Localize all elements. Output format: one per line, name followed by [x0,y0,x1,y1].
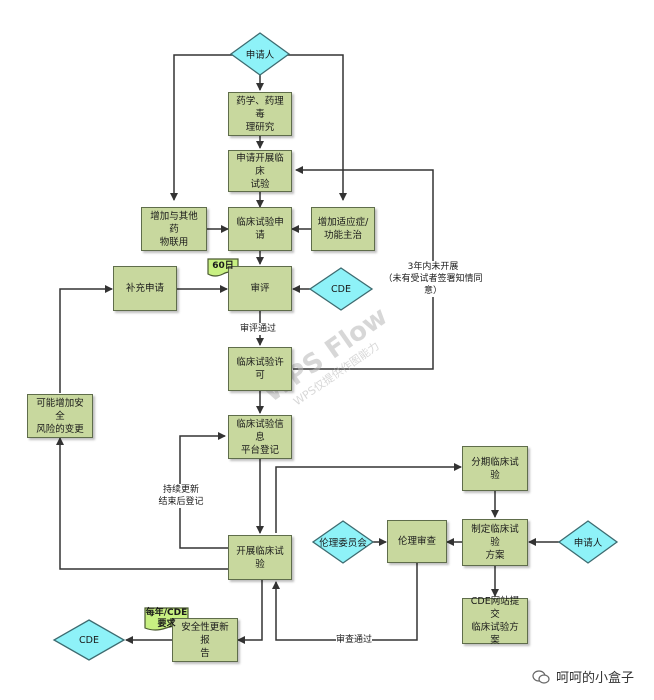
cde-review-text: CDE [331,283,351,295]
conduct-trial-box: 开展临床试验 [228,535,292,580]
pharma-research-box: 药学、药理毒 理研究 [228,92,292,136]
safety-change-box: 可能增加安全 风险的变更 [27,394,93,438]
cde-submit-box: CDE网站提交 临床试验方案 [462,596,528,646]
applicant-top-diamond [229,32,291,76]
staged-trial-box: 分期临床试验 [462,446,528,491]
edge-ethics-to-conduct [272,563,418,641]
yearly-tag: 每年/CDE 要求 [145,608,188,629]
wechat-icon [532,669,550,684]
footer-account-name: 呵呵的小盒子 [555,671,634,686]
edge-applicant-to-combo [170,54,236,201]
edge-conduct-to-staged [275,463,462,533]
edge-safety-change-to-supplement [59,285,113,393]
days60-tag: 60日 [212,261,234,271]
trial-permit-box: 临床试验许可 [228,347,292,391]
footer-account: 呵呵的小盒子 [532,667,634,686]
add-indication-box: 增加适应症/ 功能主治 [311,207,375,251]
ethics-review-box: 伦理审查 [387,520,447,563]
applicant-top-text: 申请人 [245,50,275,61]
applicant-right-diamond [557,520,619,564]
cde-review-diamond [308,267,374,311]
cde-bottom-text: CDE [79,634,99,646]
trial-application-box: 临床试验申请 [228,207,292,251]
label-ethics-passed: 审查通过 [336,634,373,646]
applicant-right-text: 申请人 [573,538,603,549]
ethics-committee-diamond [311,520,375,564]
make-plan-box: 制定临床试验 方案 [462,519,528,566]
safety-report-box: 安全性更新报 告 [172,618,238,662]
label-three-years: 3年内未开展 （未有受试者签署知情同意） [383,261,483,297]
ethics-committee-text: 伦理委员会 [319,538,367,549]
edge-conduct-to-report [237,580,263,644]
info-register-box: 临床试验信息 平台登记 [228,415,292,459]
label-continuous: 持续更新 结束后登记 [150,484,212,508]
edge-applicant-to-indication [284,54,347,201]
label-review-passed: 审评通过 [240,323,277,335]
review-box: 审评 [228,266,292,311]
cde-bottom-diamond [52,619,126,661]
add-combo-box: 增加与其他药 物联用 [141,207,207,251]
edge-conduct-to-safety-change [56,437,230,570]
apply-trial-box: 申请开展临床 试验 [228,150,292,192]
supplement-box: 补充申请 [113,266,177,311]
